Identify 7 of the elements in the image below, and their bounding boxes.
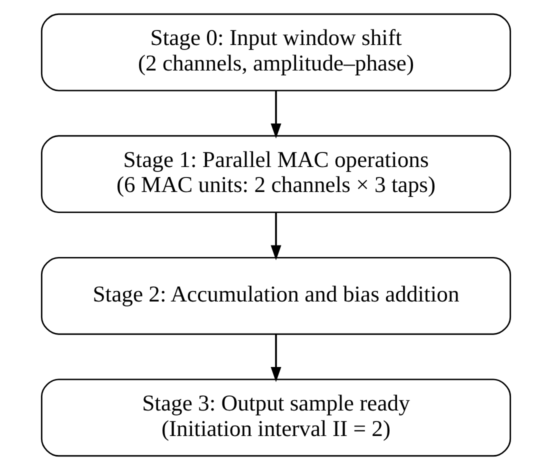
node-box: Stage 1: Parallel MAC operations (6 MAC units: 2 channels × 3 taps) [40,135,511,214]
arrow [270,212,281,260]
arrow [270,90,281,139]
node-box: Stage 0: Input window shift (2 channels, amplitude–phase) [40,13,511,92]
arrow [270,334,281,382]
node-box: Stage 3: Output sample ready (Initiation interval II = 2) [40,378,511,457]
node-box: Stage 2: Accumulation and bias addition [40,256,511,335]
